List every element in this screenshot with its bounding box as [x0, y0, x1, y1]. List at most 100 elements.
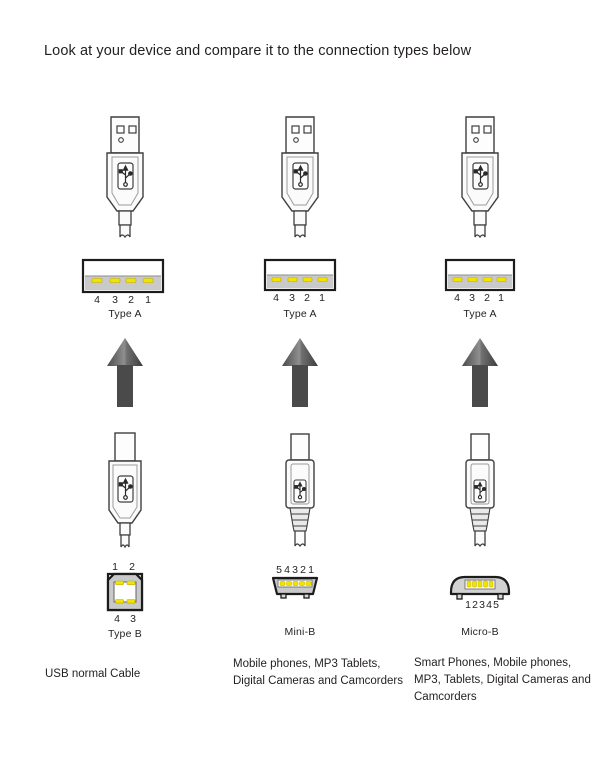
- usb-type-a-port: 4 3 2 1 Type A: [380, 258, 580, 320]
- pin-label-2: 2: [128, 294, 134, 306]
- port-name-label: Mini-B: [284, 626, 316, 638]
- micro-b-port-tab-left: [456, 593, 463, 600]
- usb-type-a-port: 4 3 2 1 Type A: [200, 258, 400, 320]
- arrow-head: [462, 338, 498, 366]
- direction-arrow: [380, 336, 580, 408]
- micro-b-pin-labels: 1 2 3 4 5: [465, 599, 499, 611]
- pin-label-4: 4: [114, 613, 120, 625]
- pin-label-1: 1: [145, 294, 151, 306]
- port-name-label: Type A: [463, 308, 497, 320]
- type-b-port-pins: [115, 580, 136, 604]
- plug-body-inner-edge: [112, 464, 138, 519]
- pin-label-1: 1: [112, 561, 118, 573]
- shell-hole-left: [471, 125, 480, 134]
- port-name-label: Micro-B: [461, 626, 499, 638]
- shell-hole-small: [293, 137, 299, 143]
- usb-trident-icon: [118, 164, 133, 187]
- pin-label-1: 1: [319, 292, 325, 304]
- caption-mini-b-cable: Mobile phones, MP3 Tablets, Digital Came…: [233, 658, 404, 687]
- micro-b-port-tab-right: [497, 593, 504, 600]
- cable-stub: [294, 224, 306, 239]
- pin-label-4: 4: [273, 292, 279, 304]
- direction-arrow: [25, 336, 225, 408]
- type-a-port-insert: [267, 275, 333, 288]
- port-name-label: Type B: [108, 628, 142, 640]
- page-title: Look at your device and compare it to th…: [44, 43, 472, 59]
- pin-label-4: 4: [486, 599, 492, 611]
- shell-hole-small: [473, 137, 479, 143]
- pin-label-3: 3: [292, 564, 298, 576]
- cable-stub: [474, 224, 486, 239]
- type-b-metal-shell: [114, 432, 136, 462]
- caption-usb-normal-cable: USB normal Cable: [45, 668, 141, 680]
- pin-label-2: 2: [129, 561, 135, 573]
- type-a-port-pins: [91, 278, 154, 283]
- usb-type-a-port: 4 3 2 1 Type A: [25, 258, 225, 320]
- ribbed-strain-relief: [289, 507, 311, 532]
- pin-label-3: 3: [130, 613, 136, 625]
- arrow-head: [107, 338, 143, 366]
- arrow-shaft: [117, 365, 133, 407]
- cable-stub: [119, 224, 131, 239]
- pin-label-5: 5: [493, 599, 499, 611]
- pin-label-4: 4: [284, 564, 290, 576]
- strain-relief: [119, 522, 131, 536]
- type-a-port-pins: [452, 277, 507, 282]
- pin-label-1: 1: [308, 564, 314, 576]
- usb-type-a-plug: [380, 113, 580, 241]
- cable-stub: [120, 534, 130, 549]
- cable-stub: [294, 530, 306, 548]
- shell-hole-left: [116, 125, 125, 134]
- pin-label-2: 2: [304, 292, 310, 304]
- pin-label-5: 5: [276, 564, 282, 576]
- strain-relief: [473, 210, 487, 226]
- port-name-label: Type A: [283, 308, 317, 320]
- pin-label-1: 1: [498, 292, 504, 304]
- pin-label-2: 2: [484, 292, 490, 304]
- cable-stub: [474, 530, 486, 548]
- usb-micro-b-plug: [380, 430, 580, 550]
- type-a-pin-labels: 4 3 2 1: [273, 292, 325, 304]
- usb-type-b-plug: [25, 430, 225, 550]
- port-name-label: Type A: [108, 308, 142, 320]
- mini-b-metal-shell: [290, 433, 310, 461]
- usb-micro-b-port: 1 2 3 4 5 Micro-B: [380, 560, 580, 638]
- ribbed-strain-relief: [469, 507, 491, 532]
- type-a-port-pins: [271, 277, 328, 282]
- usb-type-a-plug: [200, 113, 400, 241]
- plug-body-inner-edge: [290, 463, 310, 505]
- shell-hole-right: [128, 125, 137, 134]
- type-a-port-insert: [85, 276, 161, 290]
- column-mini-b-cable: 4 3 2 1 Type A: [200, 0, 400, 776]
- arrow-head: [282, 338, 318, 366]
- usb-trident-icon: [118, 477, 133, 500]
- column-usb-normal-cable: 4 3 2 1 Type A: [25, 0, 225, 776]
- caption-micro-b-cable: Smart Phones, Mobile phones, MP3, Tablet…: [414, 657, 591, 703]
- shell-hole-right: [303, 125, 312, 134]
- usb-trident-icon: [473, 164, 488, 187]
- mini-b-port-pins: [279, 581, 312, 586]
- plug-body-inner-edge: [466, 156, 494, 206]
- plug-body-inner-edge: [111, 156, 139, 206]
- pin-label-3: 3: [479, 599, 485, 611]
- usb-trident-icon: [293, 164, 308, 187]
- plug-body-inner-edge: [470, 463, 490, 505]
- type-a-metal-shell: [465, 116, 495, 154]
- type-b-pin-labels-bottom: 4 3: [114, 613, 136, 625]
- type-b-pin-labels-top: 1 2: [112, 561, 135, 573]
- mini-b-port-tab-right: [303, 593, 310, 599]
- usb-type-b-port: 1 2 4 3 Type B: [25, 560, 225, 640]
- direction-arrow: [200, 336, 400, 408]
- micro-b-port-pins: [466, 580, 494, 588]
- type-a-pin-labels: 4 3 2 1: [454, 292, 504, 304]
- plug-body-inner-edge: [286, 156, 314, 206]
- pin-label-4: 4: [94, 294, 100, 306]
- usb-mini-b-plug: [200, 430, 400, 550]
- micro-b-metal-shell: [470, 433, 490, 461]
- pin-label-3: 3: [469, 292, 475, 304]
- arrow-shaft: [292, 365, 308, 407]
- strain-relief: [293, 210, 307, 226]
- strain-relief: [118, 210, 132, 226]
- type-a-metal-shell: [110, 116, 140, 154]
- type-a-metal-shell: [285, 116, 315, 154]
